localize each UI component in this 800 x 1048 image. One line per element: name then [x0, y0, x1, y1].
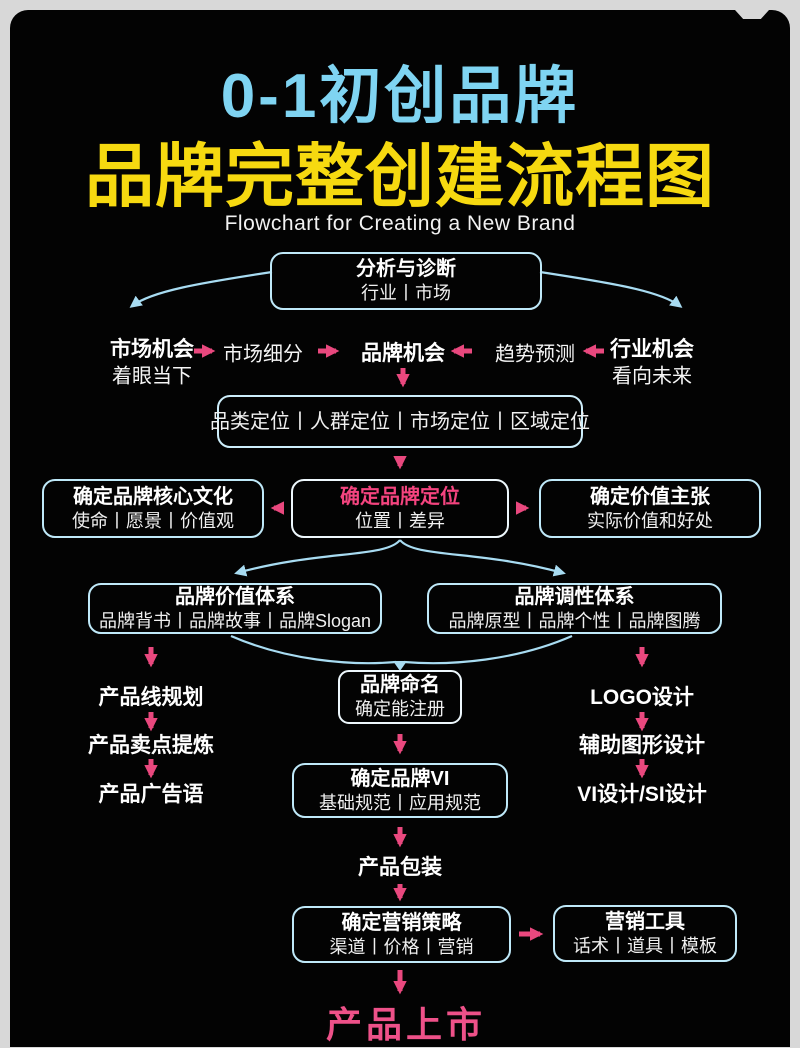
launch-label: 产品上市: [325, 1004, 487, 1045]
marketing-tools-title: 营销工具: [605, 910, 685, 933]
core-culture-title: 确定品牌核心文化: [73, 485, 233, 508]
brand-tone-system-subtitle: 品牌原型丨品牌个性丨品牌图腾: [448, 610, 701, 631]
market-segmentation-label: 市场细分: [223, 343, 303, 366]
trend-forecast-label: 趋势预测: [495, 343, 575, 366]
page-title-line2: 品牌完整创建流程图: [85, 138, 715, 215]
marketing-strategy-subtitle: 渠道丨价格丨营销: [329, 936, 474, 957]
marketing-tools-subtitle: 话术丨道具丨模板: [573, 935, 717, 956]
product-line-label: 产品线规划: [98, 686, 204, 709]
logo-design-label: LOGO设计: [590, 686, 694, 709]
naming-subtitle: 确定能注册: [355, 699, 445, 720]
analysis-subtitle: 行业丨市场: [361, 283, 451, 304]
analysis-title: 分析与诊断: [356, 258, 456, 281]
brand-positioning-subtitle: 位置丨差异: [355, 510, 445, 531]
analysis-box: 分析与诊断 行业丨市场: [270, 252, 542, 310]
brand-vi-box: 确定品牌VI 基础规范丨应用规范: [292, 763, 508, 818]
brand-positioning-title: 确定品牌定位: [340, 485, 460, 508]
market-opportunity-subtitle: 着眼当下: [112, 365, 192, 388]
brand-positioning-box: 确定品牌定位 位置丨差异: [291, 479, 509, 538]
page-subtitle-english: Flowchart for Creating a New Brand: [224, 212, 576, 235]
brand-value-system-box: 品牌价值体系 品牌背书丨品牌故事丨品牌Slogan: [88, 583, 382, 634]
page-title-line1: 0-1初创品牌: [220, 62, 580, 131]
auxiliary-graphics-label: 辅助图形设计: [579, 734, 705, 757]
brand-value-system-title: 品牌价值体系: [175, 585, 295, 608]
industry-opportunity-title: 行业机会: [610, 338, 694, 361]
positioning-row-box: 品类定位丨人群定位丨市场定位丨区域定位: [210, 395, 590, 448]
ad-slogan-label: 产品广告语: [98, 783, 204, 806]
positioning-row-label: 品类定位丨人群定位丨市场定位丨区域定位: [210, 410, 590, 433]
core-culture-box: 确定品牌核心文化 使命丨愿景丨价值观: [42, 479, 264, 538]
naming-box: 品牌命名 确定能注册: [338, 670, 462, 724]
marketing-strategy-title: 确定营销策略: [341, 911, 462, 934]
brand-tone-system-box: 品牌调性体系 品牌原型丨品牌个性丨品牌图腾: [427, 583, 722, 634]
brand-value-system-subtitle: 品牌背书丨品牌故事丨品牌Slogan: [98, 610, 372, 631]
poster-panel: [10, 10, 790, 1047]
marketing-strategy-box: 确定营销策略 渠道丨价格丨营销: [292, 906, 511, 963]
industry-opportunity-subtitle: 看向未来: [612, 365, 692, 388]
value-proposition-box: 确定价值主张 实际价值和好处: [539, 479, 761, 538]
brand-tone-system-title: 品牌调性体系: [514, 585, 635, 608]
value-proposition-title: 确定价值主张: [590, 485, 710, 508]
brand-vi-title: 确定品牌VI: [350, 767, 450, 790]
naming-title: 品牌命名: [360, 674, 440, 697]
brand-vi-subtitle: 基础规范丨应用规范: [319, 792, 481, 813]
selling-points-label: 产品卖点提炼: [88, 734, 214, 757]
market-opportunity-title: 市场机会: [110, 338, 194, 361]
packaging-label: 产品包装: [358, 856, 442, 879]
value-proposition-subtitle: 实际价值和好处: [587, 510, 713, 531]
top-notch: [735, 10, 769, 19]
vi-si-design-label: VI设计/SI设计: [577, 783, 707, 806]
brand-opportunity-label: 品牌机会: [361, 342, 445, 365]
core-culture-subtitle: 使命丨愿景丨价值观: [72, 510, 234, 531]
marketing-tools-box: 营销工具 话术丨道具丨模板: [553, 905, 737, 962]
